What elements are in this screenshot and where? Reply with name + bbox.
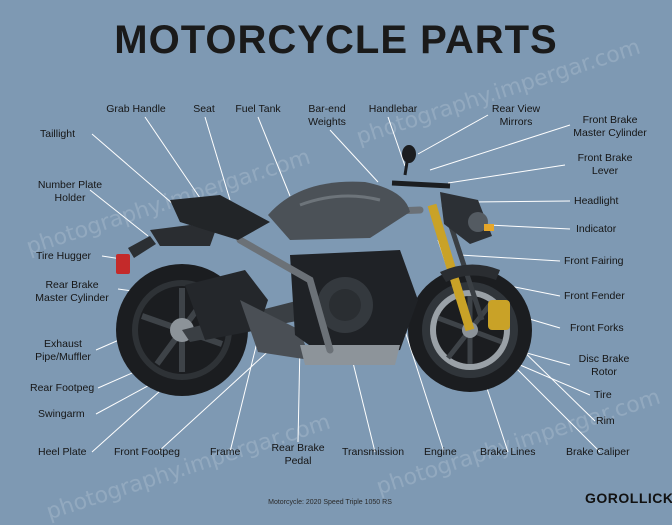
label-indicator: Indicator: [576, 223, 617, 235]
label-rear-brake-master-cylinder: Rear Brake Master Cylinder: [35, 279, 109, 304]
label-front-forks: Front Forks: [570, 322, 624, 334]
label-brake-caliper: Brake Caliper: [566, 446, 630, 458]
label-front-brake-master-cylinder: Front Brake Master Cylinder: [573, 114, 647, 139]
label-disc-brake-rotor: Disc Brake Rotor: [578, 353, 630, 378]
label-swingarm: Swingarm: [38, 408, 85, 420]
label-handlebar: Handlebar: [368, 103, 418, 115]
label-transmission: Transmission: [342, 446, 405, 458]
label-taillight: Taillight: [40, 128, 76, 140]
label-front-brake-lever: Front Brake Lever: [577, 152, 633, 177]
label-number-plate-holder: Number Plate Holder: [37, 179, 103, 204]
label-tire: Tire: [594, 389, 612, 401]
engine-block: [290, 250, 418, 365]
label-grab-handle: Grab Handle: [106, 103, 166, 115]
label-brake-lines: Brake Lines: [480, 446, 536, 458]
label-front-footpeg: Front Footpeg: [114, 446, 180, 458]
label-front-fairing: Front Fairing: [564, 255, 624, 267]
label-rear-brake-pedal: Rear Brake Pedal: [271, 442, 325, 467]
label-exhaust-pipe-muffler: Exhaust Pipe/Muffler: [35, 338, 91, 363]
diagram-title: MOTORCYCLE PARTS: [114, 18, 558, 62]
label-front-fender: Front Fender: [564, 290, 625, 302]
label-fuel-tank: Fuel Tank: [235, 103, 281, 115]
label-headlight: Headlight: [574, 195, 619, 207]
label-rim: Rim: [596, 415, 615, 427]
label-heel-plate: Heel Plate: [38, 446, 87, 458]
label-rear-view-mirrors: Rear View Mirrors: [491, 103, 541, 128]
label-engine: Engine: [424, 446, 457, 458]
label-rear-footpeg: Rear Footpeg: [30, 382, 95, 394]
label-tire-hugger: Tire Hugger: [36, 250, 92, 262]
label-bar-end-weights: Bar-end Weights: [308, 103, 346, 128]
label-frame: Frame: [210, 446, 241, 458]
brand-logo: GOROLLICK: [585, 490, 672, 506]
exhaust: [185, 270, 310, 360]
label-seat: Seat: [193, 103, 215, 115]
model-caption: Motorcycle: 2020 Speed Triple 1050 RS: [268, 499, 392, 506]
